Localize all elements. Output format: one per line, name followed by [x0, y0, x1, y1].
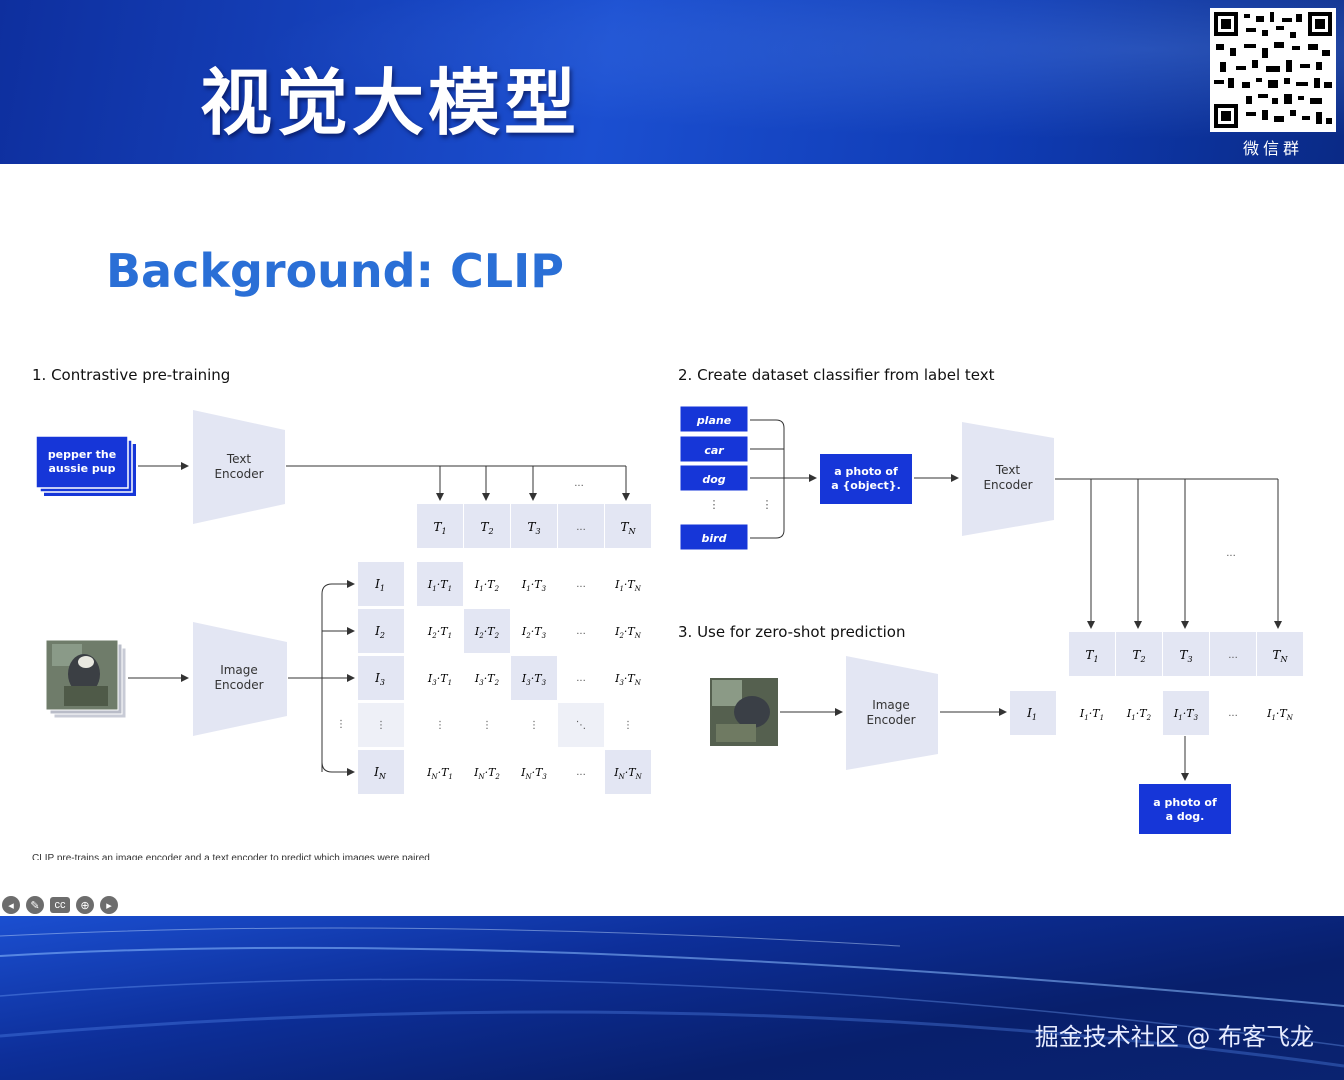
svg-text:Encoder: Encoder	[214, 467, 263, 481]
svg-text:I3: I3	[374, 671, 385, 687]
svg-text:...: ...	[574, 478, 584, 489]
page-title: 视觉大模型	[200, 61, 581, 145]
slide-canvas: Background: CLIP 1. Contrastive pre-trai…	[0, 164, 1344, 916]
dog-image-stack	[45, 639, 127, 719]
section3-title: 3. Use for zero-shot prediction	[678, 623, 906, 641]
svg-text:I3·T3: I3·T3	[521, 672, 547, 687]
watermark: 掘金技术社区 @ 布客飞龙	[1034, 1023, 1314, 1051]
image-token-column-1: I1 I2 I3 ⋮ IN	[358, 562, 404, 794]
svg-text:Text: Text	[995, 463, 1021, 477]
svg-text:⋮: ⋮	[376, 720, 386, 731]
svg-text:...: ...	[576, 767, 586, 778]
svg-text:I2·T3: I2·T3	[521, 625, 547, 640]
image-encoder-1	[193, 622, 287, 736]
svg-text:...: ...	[1228, 650, 1238, 661]
svg-text:IN·T2: IN·T2	[473, 766, 500, 781]
svg-text:car: car	[704, 444, 724, 457]
svg-text:a photo of: a photo of	[834, 465, 898, 478]
text-encoder-2	[962, 422, 1054, 536]
prev-slide-button[interactable]: ◂	[2, 896, 20, 914]
decor-curves	[0, 927, 1344, 1068]
svg-text:⋮: ⋮	[482, 720, 492, 731]
zero-shot-scores: I1·T1 I1·T2 I1·T3 ... I1·TN	[1079, 691, 1294, 735]
slide-toolbar: ◂ ✎ cc ⊕ ▸	[2, 896, 118, 914]
svg-text:Encoder: Encoder	[866, 713, 915, 727]
svg-text:I1·TN: I1·TN	[1266, 707, 1294, 722]
svg-text:I3·T1: I3·T1	[427, 672, 452, 687]
svg-text:I1·T1: I1·T1	[1079, 707, 1104, 722]
svg-text:I1·T2: I1·T2	[474, 578, 500, 593]
svg-text:⋮: ⋮	[623, 720, 633, 731]
svg-text:a photo of: a photo of	[1153, 796, 1217, 809]
svg-text:Encoder: Encoder	[983, 478, 1032, 492]
svg-text:⋮: ⋮	[336, 719, 346, 730]
svg-text:...: ...	[576, 673, 586, 684]
svg-text:⋮: ⋮	[709, 498, 720, 511]
captions-button[interactable]: cc	[50, 897, 70, 913]
svg-text:I1·T3: I1·T3	[521, 578, 547, 593]
text-encoder-1	[193, 410, 285, 524]
svg-text:Encoder: Encoder	[214, 678, 263, 692]
slide-caption: CLIP pre-trains an image encoder and a t…	[32, 853, 430, 860]
bottom-decor-band	[0, 916, 1344, 1080]
svg-text:⋱: ⋱	[576, 720, 586, 731]
image-encoder-2	[846, 656, 938, 770]
text-input-line1: pepper the	[48, 448, 116, 461]
template-box	[820, 454, 912, 504]
query-image-token	[1010, 691, 1056, 735]
similarity-matrix: I1·T1 I1·T2 I1·T3 ... I1·TN I2·T1 I2·T2 …	[417, 562, 651, 794]
svg-text:...: ...	[1226, 548, 1236, 559]
svg-text:⋮: ⋮	[762, 498, 773, 511]
text-token-row-1: T1 T2 T3 ... TN	[417, 504, 651, 548]
svg-text:I1·TN: I1·TN	[614, 578, 642, 593]
svg-text:Image: Image	[220, 663, 258, 677]
svg-text:I1: I1	[374, 577, 385, 593]
svg-text:I1·T2: I1·T2	[1126, 707, 1152, 722]
svg-text:bird: bird	[702, 532, 727, 545]
section1-title: 1. Contrastive pre-training	[32, 366, 231, 384]
svg-text:dog: dog	[702, 473, 725, 486]
svg-text:plane: plane	[696, 414, 732, 427]
prediction-box	[1139, 784, 1231, 834]
svg-text:I2·TN: I2·TN	[614, 625, 642, 640]
svg-text:...: ...	[576, 626, 586, 637]
pen-tool-button[interactable]: ✎	[26, 896, 44, 914]
svg-text:I1·T1: I1·T1	[427, 578, 452, 593]
svg-text:I2·T1: I2·T1	[427, 625, 452, 640]
svg-text:...: ...	[576, 522, 586, 533]
qr-code-image	[1210, 8, 1336, 132]
text-input-stack: pepper the aussie pup	[35, 435, 136, 496]
text-token-row-2: T1 T2 T3 ... TN	[1069, 632, 1303, 676]
svg-text:IN·T1: IN·T1	[426, 766, 453, 781]
svg-text:I3·TN: I3·TN	[614, 672, 642, 687]
top-banner	[0, 0, 1344, 164]
svg-text:I3·T2: I3·T2	[474, 672, 500, 687]
zoom-button[interactable]: ⊕	[76, 896, 94, 914]
section2-title: 2. Create dataset classifier from label …	[678, 366, 995, 384]
text-input-line2: aussie pup	[49, 462, 116, 475]
svg-text:I1: I1	[1026, 706, 1037, 722]
clip-diagram: pepper the aussie pup Text Encoder ... T…	[35, 405, 1303, 834]
svg-text:I2·T2: I2·T2	[474, 625, 500, 640]
qr-code-pattern	[1214, 12, 1332, 128]
next-slide-button[interactable]: ▸	[100, 896, 118, 914]
slide-title: Background: CLIP	[106, 244, 564, 298]
svg-text:IN·T3: IN·T3	[520, 766, 547, 781]
svg-text:...: ...	[576, 579, 586, 590]
svg-text:a dog.: a dog.	[1166, 810, 1205, 823]
svg-text:⋮: ⋮	[529, 720, 539, 731]
qr-label: 微信群	[1242, 139, 1303, 158]
svg-text:Text: Text	[226, 452, 252, 466]
svg-text:I2: I2	[374, 624, 385, 640]
svg-text:⋮: ⋮	[435, 720, 445, 731]
query-dog-image	[710, 678, 778, 746]
svg-text:Image: Image	[872, 698, 910, 712]
label-list: plane car dog ⋮ ⋮ bird	[679, 405, 773, 551]
svg-text:a {object}.: a {object}.	[831, 479, 901, 492]
svg-text:...: ...	[1228, 708, 1238, 719]
